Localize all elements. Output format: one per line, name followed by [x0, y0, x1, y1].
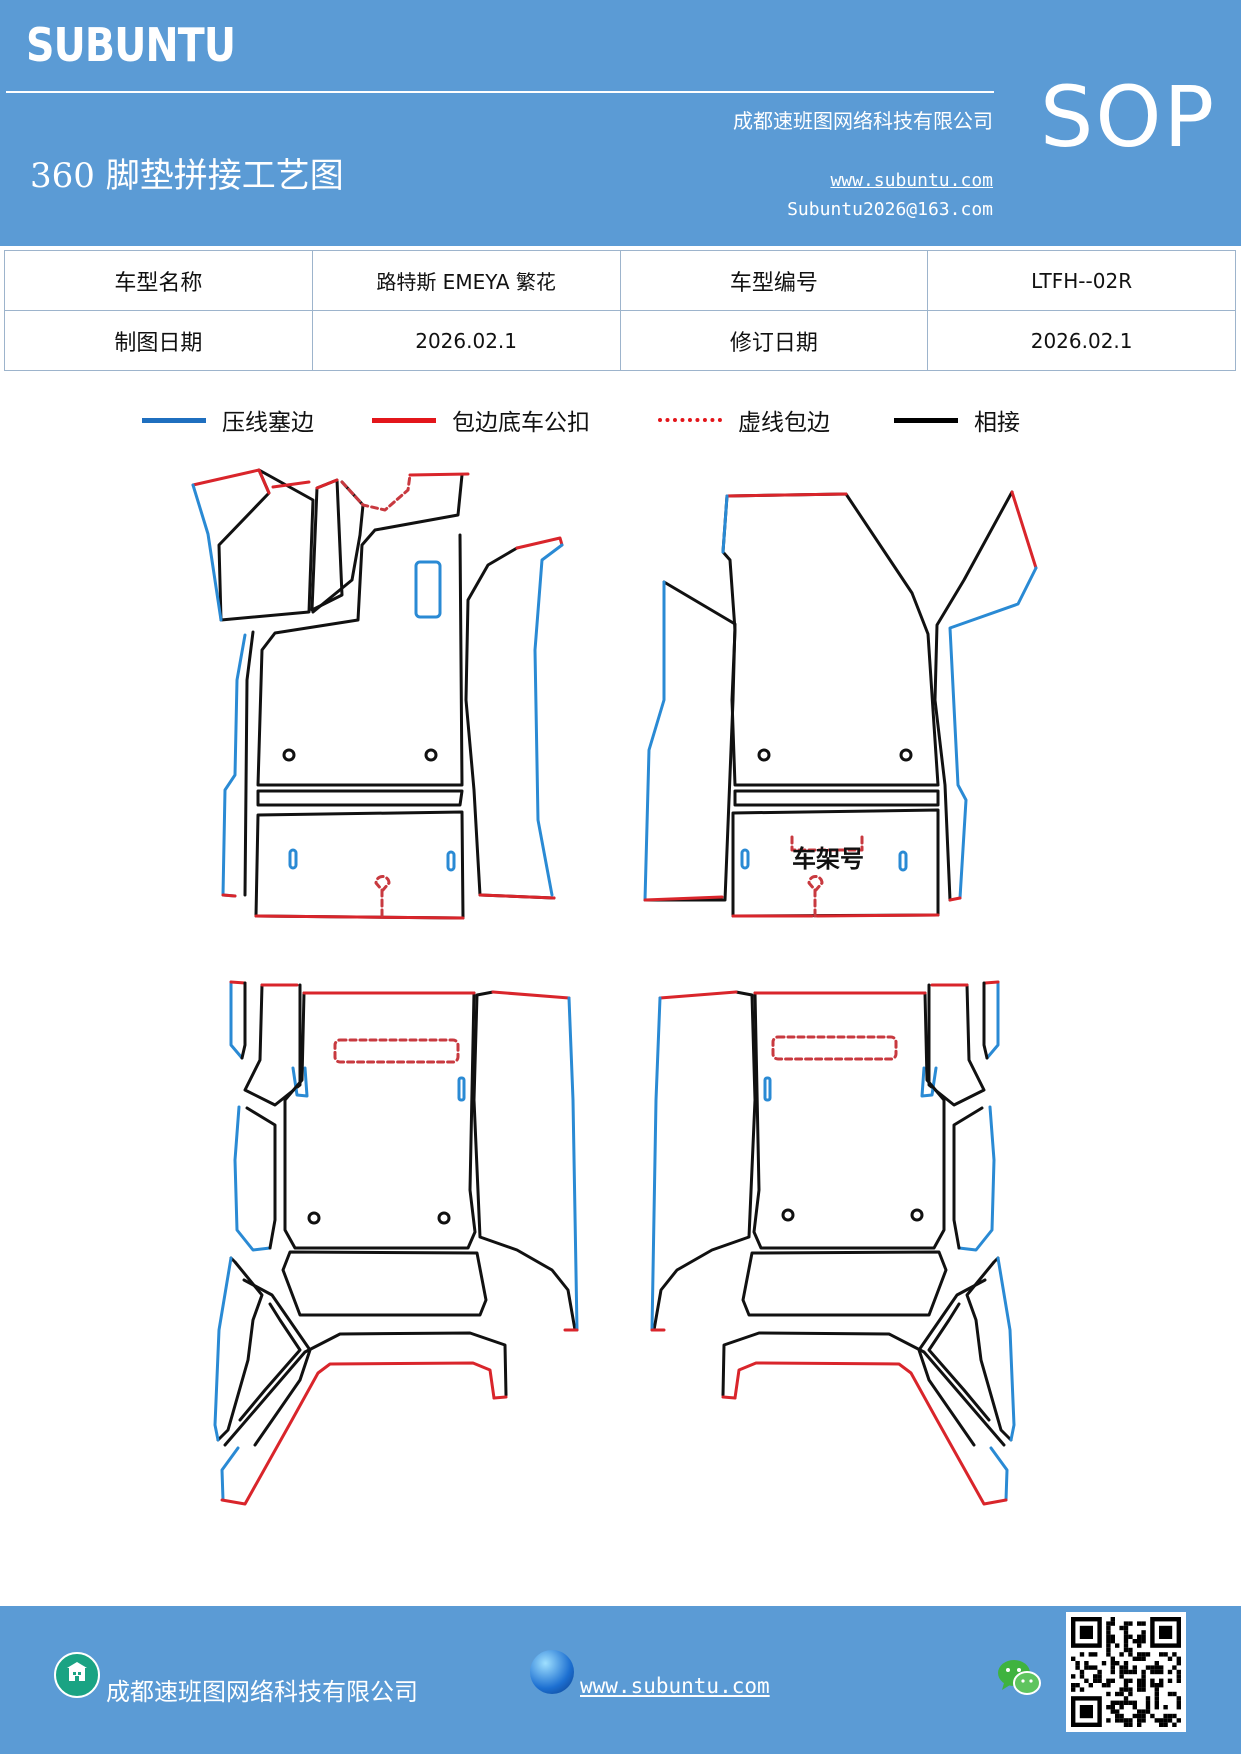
footer: 成都速班图网络科技有限公司 www.subuntu.com: [0, 1606, 1241, 1754]
model-code-value: LTFH--02R: [927, 250, 1236, 311]
wechat-icon[interactable]: [996, 1656, 1044, 1704]
model-code-label: 车型编号: [619, 250, 929, 311]
info-table: 车型名称 路特斯 EMEYA 繁花 车型编号 LTFH--02R 制图日期 20…: [4, 250, 1236, 371]
info-row-2: 制图日期 2026.02.1 修订日期 2026.02.1: [4, 310, 1236, 371]
header-divider: [6, 91, 994, 93]
company-name: 成都速班图网络科技有限公司: [733, 109, 993, 133]
header: SUBUNTU SOP 成都速班图网络科技有限公司 360 脚垫拼接工艺图 ww…: [0, 0, 1241, 246]
legend-swatch: [658, 418, 722, 422]
floor-mat-drawing: 车架号: [191, 468, 1038, 1506]
mat-rear-left: [213, 980, 579, 1506]
footer-website-link[interactable]: www.subuntu.com: [580, 1674, 770, 1698]
globe-icon: [530, 1650, 574, 1694]
legend-item-press: 压线塞边: [142, 400, 314, 440]
mat-rear-right: [650, 980, 1016, 1506]
info-row-1: 车型名称 路特斯 EMEYA 繁花 车型编号 LTFH--02R: [4, 250, 1236, 311]
frame-number-label: 车架号: [792, 845, 864, 873]
legend-item-dash: 虚线包边: [658, 400, 830, 440]
building-icon: [54, 1652, 100, 1698]
legend-label: 压线塞边: [222, 410, 314, 436]
legend: 压线塞边 包边底车公扣 虚线包边 相接: [0, 400, 1241, 440]
revision-date-label: 修订日期: [619, 310, 929, 371]
legend-item-join: 相接: [894, 400, 1020, 440]
email-address: Subuntu2026@163.com: [787, 199, 993, 220]
revision-date-value: 2026.02.1: [927, 310, 1236, 371]
qr-code: [1066, 1612, 1186, 1732]
mat-front-left: [191, 468, 564, 920]
legend-label: 包边底车公扣: [452, 410, 590, 436]
website-link[interactable]: www.subuntu.com: [830, 170, 993, 191]
legend-swatch: [142, 417, 206, 423]
mat-front-right: 车架号: [643, 490, 1038, 918]
legend-item-wrap: 包边底车公扣: [372, 400, 590, 440]
legend-swatch: [894, 417, 958, 423]
drawing-date-value: 2026.02.1: [311, 310, 621, 371]
legend-swatch: [372, 417, 436, 423]
footer-company: 成都速班图网络科技有限公司: [106, 1678, 418, 1706]
drawing-date-label: 制图日期: [4, 310, 313, 371]
page-title: 360 脚垫拼接工艺图: [30, 156, 344, 196]
model-name-label: 车型名称: [4, 250, 313, 311]
legend-label: 相接: [974, 410, 1020, 436]
legend-label: 虚线包边: [738, 410, 830, 436]
model-name-value: 路特斯 EMEYA 繁花: [311, 250, 621, 311]
doc-type: SOP: [1040, 68, 1217, 166]
brand-logo: SUBUNTU: [26, 18, 236, 72]
